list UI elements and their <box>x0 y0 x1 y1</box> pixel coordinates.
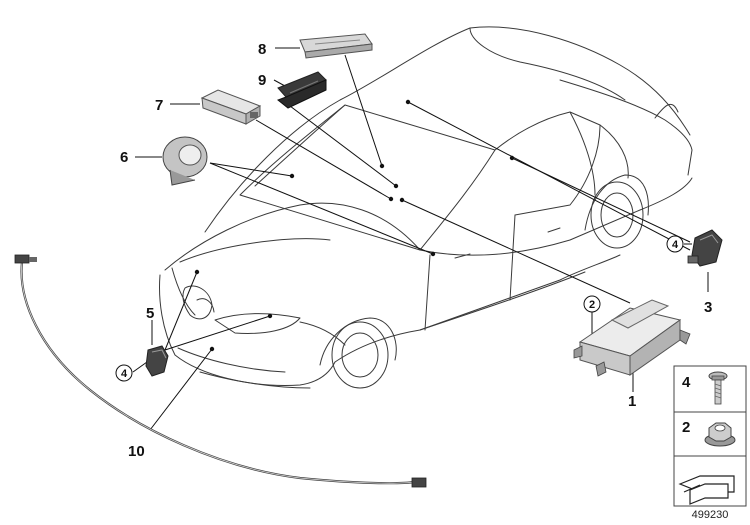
legend-box: 4 2 <box>673 365 747 507</box>
part-7-module[interactable] <box>200 89 262 125</box>
part-10-wiring-harness[interactable] <box>14 254 427 488</box>
part-1-control-unit[interactable] <box>573 299 691 377</box>
part-6-ring-sensor[interactable] <box>162 136 208 186</box>
circled-4-sensor-left: 4 <box>121 368 128 380</box>
leader-10 <box>149 348 213 431</box>
part-8-module[interactable] <box>299 33 373 59</box>
flange-nut-icon <box>704 422 736 447</box>
circled-2-control-unit: 2 <box>589 299 595 311</box>
leader-dots <box>194 99 515 352</box>
leader-9 <box>273 79 286 87</box>
part-3-sensor[interactable] <box>687 229 723 267</box>
callout-9: 9 <box>258 72 266 89</box>
part-9-control-module[interactable] <box>277 71 327 109</box>
reference-number: 499230 <box>692 509 729 521</box>
callout-8: 8 <box>258 41 266 58</box>
callout-10: 10 <box>128 443 145 460</box>
callout-6: 6 <box>120 149 128 166</box>
circled-labels: 2 4 4 <box>115 235 684 382</box>
bolt-icon <box>708 371 728 405</box>
part-5-sensor[interactable] <box>145 345 169 377</box>
callout-1: 1 <box>628 393 636 410</box>
legend-item-2-number: 2 <box>682 419 690 436</box>
circled-4-sensor-right: 4 <box>672 239 679 251</box>
legend-item-1-number: 4 <box>682 374 691 391</box>
callout-labels: 8 9 7 6 3 5 1 10 <box>120 41 712 460</box>
callout-7: 7 <box>155 97 163 114</box>
leader-lines <box>132 47 709 431</box>
arrow-icon <box>678 475 735 505</box>
callout-3: 3 <box>704 299 712 316</box>
callout-5: 5 <box>146 305 154 322</box>
